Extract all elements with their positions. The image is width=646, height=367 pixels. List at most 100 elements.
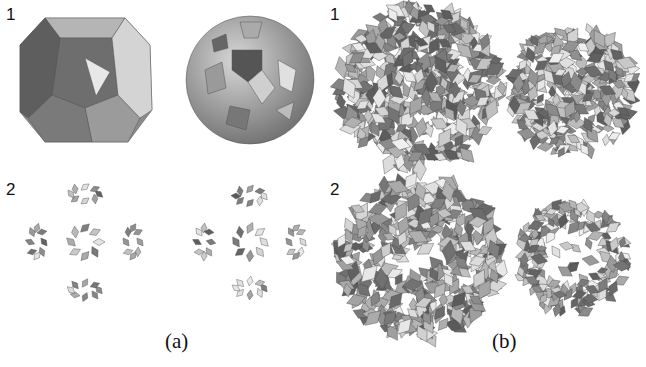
rhombic-cell	[442, 240, 456, 263]
rhombic-cell	[597, 268, 607, 274]
ring-fragment	[34, 252, 40, 260]
rhombic-cell	[537, 246, 547, 252]
rhombic-cell	[553, 303, 561, 316]
rhombic-cell	[415, 287, 425, 303]
rhombic-cell	[585, 223, 600, 232]
rhombic-cell	[388, 8, 397, 21]
rhombic-cell	[584, 66, 603, 77]
rhombic-cell	[462, 286, 475, 294]
ring-fragment	[92, 194, 98, 204]
rhombic-cell	[440, 77, 447, 89]
rhombic-cell	[446, 64, 459, 72]
ring-fragment	[237, 279, 244, 286]
rhombic-cell	[340, 256, 355, 265]
rhombic-cell	[555, 69, 566, 76]
rhombic-cell	[415, 118, 427, 137]
rhombic-cell	[373, 87, 386, 109]
rhombic-cell	[398, 231, 407, 245]
rhombic-cell	[587, 231, 603, 241]
rhombic-cell	[467, 69, 483, 86]
ring-fragment	[247, 199, 254, 206]
ring-fragment	[92, 247, 98, 258]
rhombic-cell	[352, 43, 366, 51]
rhombic-cell	[370, 191, 381, 203]
ring-fragment	[81, 198, 89, 204]
rhombic-cell	[554, 291, 567, 299]
rhombic-cell	[577, 279, 589, 286]
rhombic-cell	[553, 94, 560, 106]
ring-fragment	[90, 186, 99, 192]
rhombic-cell	[435, 306, 445, 319]
ring-fragment	[194, 249, 204, 255]
rhombic-cell	[578, 308, 593, 317]
ring-fragment	[300, 238, 306, 246]
rhombic-cell	[415, 182, 426, 200]
rhombic-cell	[528, 69, 539, 87]
rhombic-cell	[556, 126, 569, 134]
ring-fragment	[237, 198, 244, 205]
rhombic-cell	[429, 38, 439, 55]
rhombic-cell	[351, 205, 364, 213]
rhombic-cell	[344, 117, 363, 128]
ring-fragment	[293, 252, 300, 259]
rhombic-cell	[518, 234, 531, 242]
rhombic-cell	[338, 234, 346, 247]
rhombic-cell	[364, 109, 372, 123]
rhombic-cell	[427, 266, 438, 283]
ring-fragment	[257, 288, 263, 297]
ring-fragment	[233, 237, 240, 247]
rhombic-cell	[417, 243, 434, 254]
rhombic-cell	[559, 242, 573, 251]
rhombic-cell	[373, 248, 383, 265]
ring-fragment	[196, 228, 202, 236]
rhombic-cell	[435, 56, 446, 73]
rhombic-cell	[548, 120, 558, 136]
rhombic-cell	[470, 296, 482, 305]
rhombic-cell	[606, 222, 619, 232]
rhombic-cell	[434, 153, 446, 161]
rhombic-cell	[623, 253, 631, 259]
rhombic-cell	[417, 326, 427, 343]
rhombic-cell	[548, 53, 563, 63]
ring-fragment	[27, 249, 37, 255]
rhombic-cell	[571, 244, 581, 252]
rhombic-cell	[585, 238, 592, 250]
ring-fragment	[96, 286, 103, 293]
rhombic-cell	[561, 72, 571, 89]
rhombic-cell	[509, 96, 520, 114]
rhombic-cell	[546, 104, 560, 117]
ring-fragment	[255, 280, 265, 286]
rhombic-cell	[431, 199, 446, 209]
rhombic-cell	[423, 312, 431, 325]
rhombic-cell	[540, 294, 547, 303]
rhombic-cell	[457, 44, 473, 59]
rhombic-cell	[361, 266, 377, 283]
rhombic-cell	[443, 25, 456, 33]
ring-fragment	[82, 279, 87, 287]
rhombic-cell	[594, 30, 605, 47]
row-number: 1	[330, 6, 339, 23]
rhombic-cell	[599, 289, 607, 301]
ring-fragment	[93, 238, 105, 245]
rhombic-cell	[587, 53, 604, 63]
rhombic-cell	[450, 82, 460, 99]
rhombic-cell	[427, 21, 434, 33]
ring-fragment	[256, 247, 263, 256]
rhombic-cell	[570, 72, 582, 92]
rhombic-cell	[389, 85, 403, 98]
rhombic-cell	[602, 210, 610, 223]
rhombic-cell	[389, 224, 397, 235]
rhombic-cell	[343, 78, 356, 99]
rhombic-cell	[398, 319, 412, 334]
rhombic-cell	[584, 117, 593, 132]
rhombic-cell	[594, 105, 601, 116]
panel-label: (a)	[165, 331, 188, 352]
ring-fragment	[67, 238, 76, 246]
row-number: 1	[6, 6, 15, 23]
rhombic-cell	[490, 57, 503, 65]
rhombic-cell	[387, 181, 408, 194]
rhombic-cell	[430, 268, 438, 281]
rhombic-cell	[610, 237, 619, 251]
rhombic-cell	[444, 273, 453, 287]
ring-fragment	[41, 238, 47, 246]
